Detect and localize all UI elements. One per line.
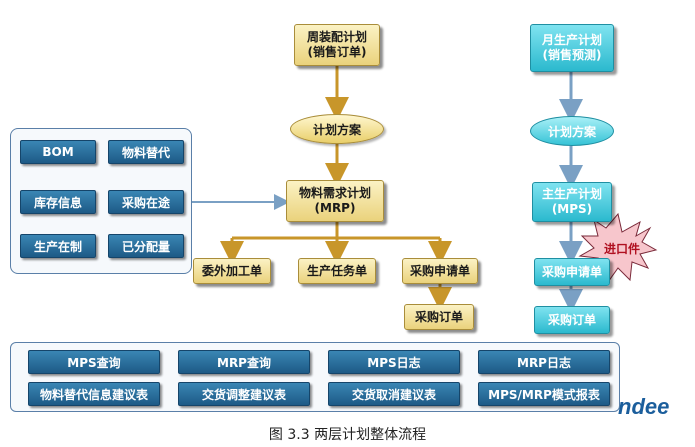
input-inventory-info[interactable]: 库存信息 [20, 190, 96, 214]
input-material-substitute-label: 物料替代 [121, 145, 170, 160]
mrp-box[interactable]: 物料需求计划 (MRP) [286, 180, 384, 222]
import-parts-label: 进口件 [600, 240, 644, 258]
purchase-order-label: 采购订单 [414, 309, 463, 324]
mps-sub: (MPS) [551, 202, 593, 216]
production-task-label: 生产任务单 [306, 263, 367, 278]
input-material-substitute[interactable]: 物料替代 [108, 140, 184, 164]
input-purchase-in-transit-label: 采购在途 [121, 195, 170, 210]
purchase-order-box[interactable]: 采购订单 [404, 304, 474, 330]
mrp-log-label: MRP日志 [517, 355, 571, 370]
delivery-adjust-report-button[interactable]: 交货调整建议表 [178, 382, 310, 406]
weekly-assembly-plan-sub: (销售订单) [307, 45, 367, 59]
right-purchase-order-label: 采购订单 [547, 312, 596, 327]
input-bom-label: BOM [42, 145, 74, 159]
outsource-order-label: 委外加工单 [201, 263, 262, 278]
input-allocated-qty[interactable]: 已分配量 [108, 234, 184, 258]
mrp-sub: (MRP) [314, 201, 356, 215]
delivery-cancel-report-button[interactable]: 交货取消建议表 [328, 382, 460, 406]
mps-title: 主生产计划 [541, 187, 602, 201]
input-bom[interactable]: BOM [20, 140, 96, 164]
mps-log-label: MPS日志 [367, 355, 421, 370]
brand-watermark: ndee [618, 396, 690, 418]
production-task-box[interactable]: 生产任务单 [298, 258, 376, 284]
purchase-request-box[interactable]: 采购申请单 [402, 258, 478, 284]
brand-text: ndee [618, 396, 670, 418]
mrp-log-button[interactable]: MRP日志 [478, 350, 610, 374]
mps-query-label: MPS查询 [67, 355, 121, 370]
material-substitute-report-label: 物料替代信息建议表 [39, 387, 148, 402]
outsource-order-box[interactable]: 委外加工单 [193, 258, 271, 284]
mps-log-button[interactable]: MPS日志 [328, 350, 460, 374]
figure-caption: 图 3.3 两层计划整体流程 [0, 424, 695, 444]
import-parts-text: 进口件 [603, 242, 640, 256]
plan-scheme-oval[interactable]: 计划方案 [290, 114, 384, 144]
mrp-query-button[interactable]: MRP查询 [178, 350, 310, 374]
input-purchase-in-transit[interactable]: 采购在途 [108, 190, 184, 214]
right-purchase-request-box[interactable]: 采购申请单 [534, 258, 610, 286]
mrp-query-label: MRP查询 [217, 355, 271, 370]
monthly-production-plan-title: 月生产计划 [541, 33, 602, 47]
plan-scheme-label: 计划方案 [312, 122, 361, 137]
monthly-production-plan-sub: (销售预测) [542, 48, 602, 62]
right-plan-scheme-label: 计划方案 [547, 124, 596, 139]
figure-caption-text: 图 3.3 两层计划整体流程 [268, 427, 427, 443]
material-substitute-report-button[interactable]: 物料替代信息建议表 [28, 382, 160, 406]
mps-mrp-mode-report-label: MPS/MRP模式报表 [488, 387, 600, 402]
input-inventory-info-label: 库存信息 [33, 195, 82, 210]
weekly-assembly-plan-box[interactable]: 周装配计划 (销售订单) [294, 24, 380, 66]
purchase-request-label: 采购申请单 [409, 263, 470, 278]
mps-mrp-mode-report-button[interactable]: MPS/MRP模式报表 [478, 382, 610, 406]
input-work-in-process[interactable]: 生产在制 [20, 234, 96, 258]
input-allocated-qty-label: 已分配量 [121, 239, 170, 254]
right-purchase-order-box[interactable]: 采购订单 [534, 306, 610, 334]
right-purchase-request-label: 采购申请单 [541, 264, 602, 279]
mrp-title: 物料需求计划 [298, 186, 371, 200]
mps-query-button[interactable]: MPS查询 [28, 350, 160, 374]
monthly-production-plan-box[interactable]: 月生产计划 (销售预测) [530, 24, 614, 72]
input-work-in-process-label: 生产在制 [33, 239, 82, 254]
delivery-cancel-report-label: 交货取消建议表 [351, 387, 436, 402]
delivery-adjust-report-label: 交货调整建议表 [201, 387, 286, 402]
mps-box[interactable]: 主生产计划 (MPS) [532, 182, 612, 222]
weekly-assembly-plan-title: 周装配计划 [306, 30, 367, 44]
right-plan-scheme-oval[interactable]: 计划方案 [530, 116, 614, 146]
